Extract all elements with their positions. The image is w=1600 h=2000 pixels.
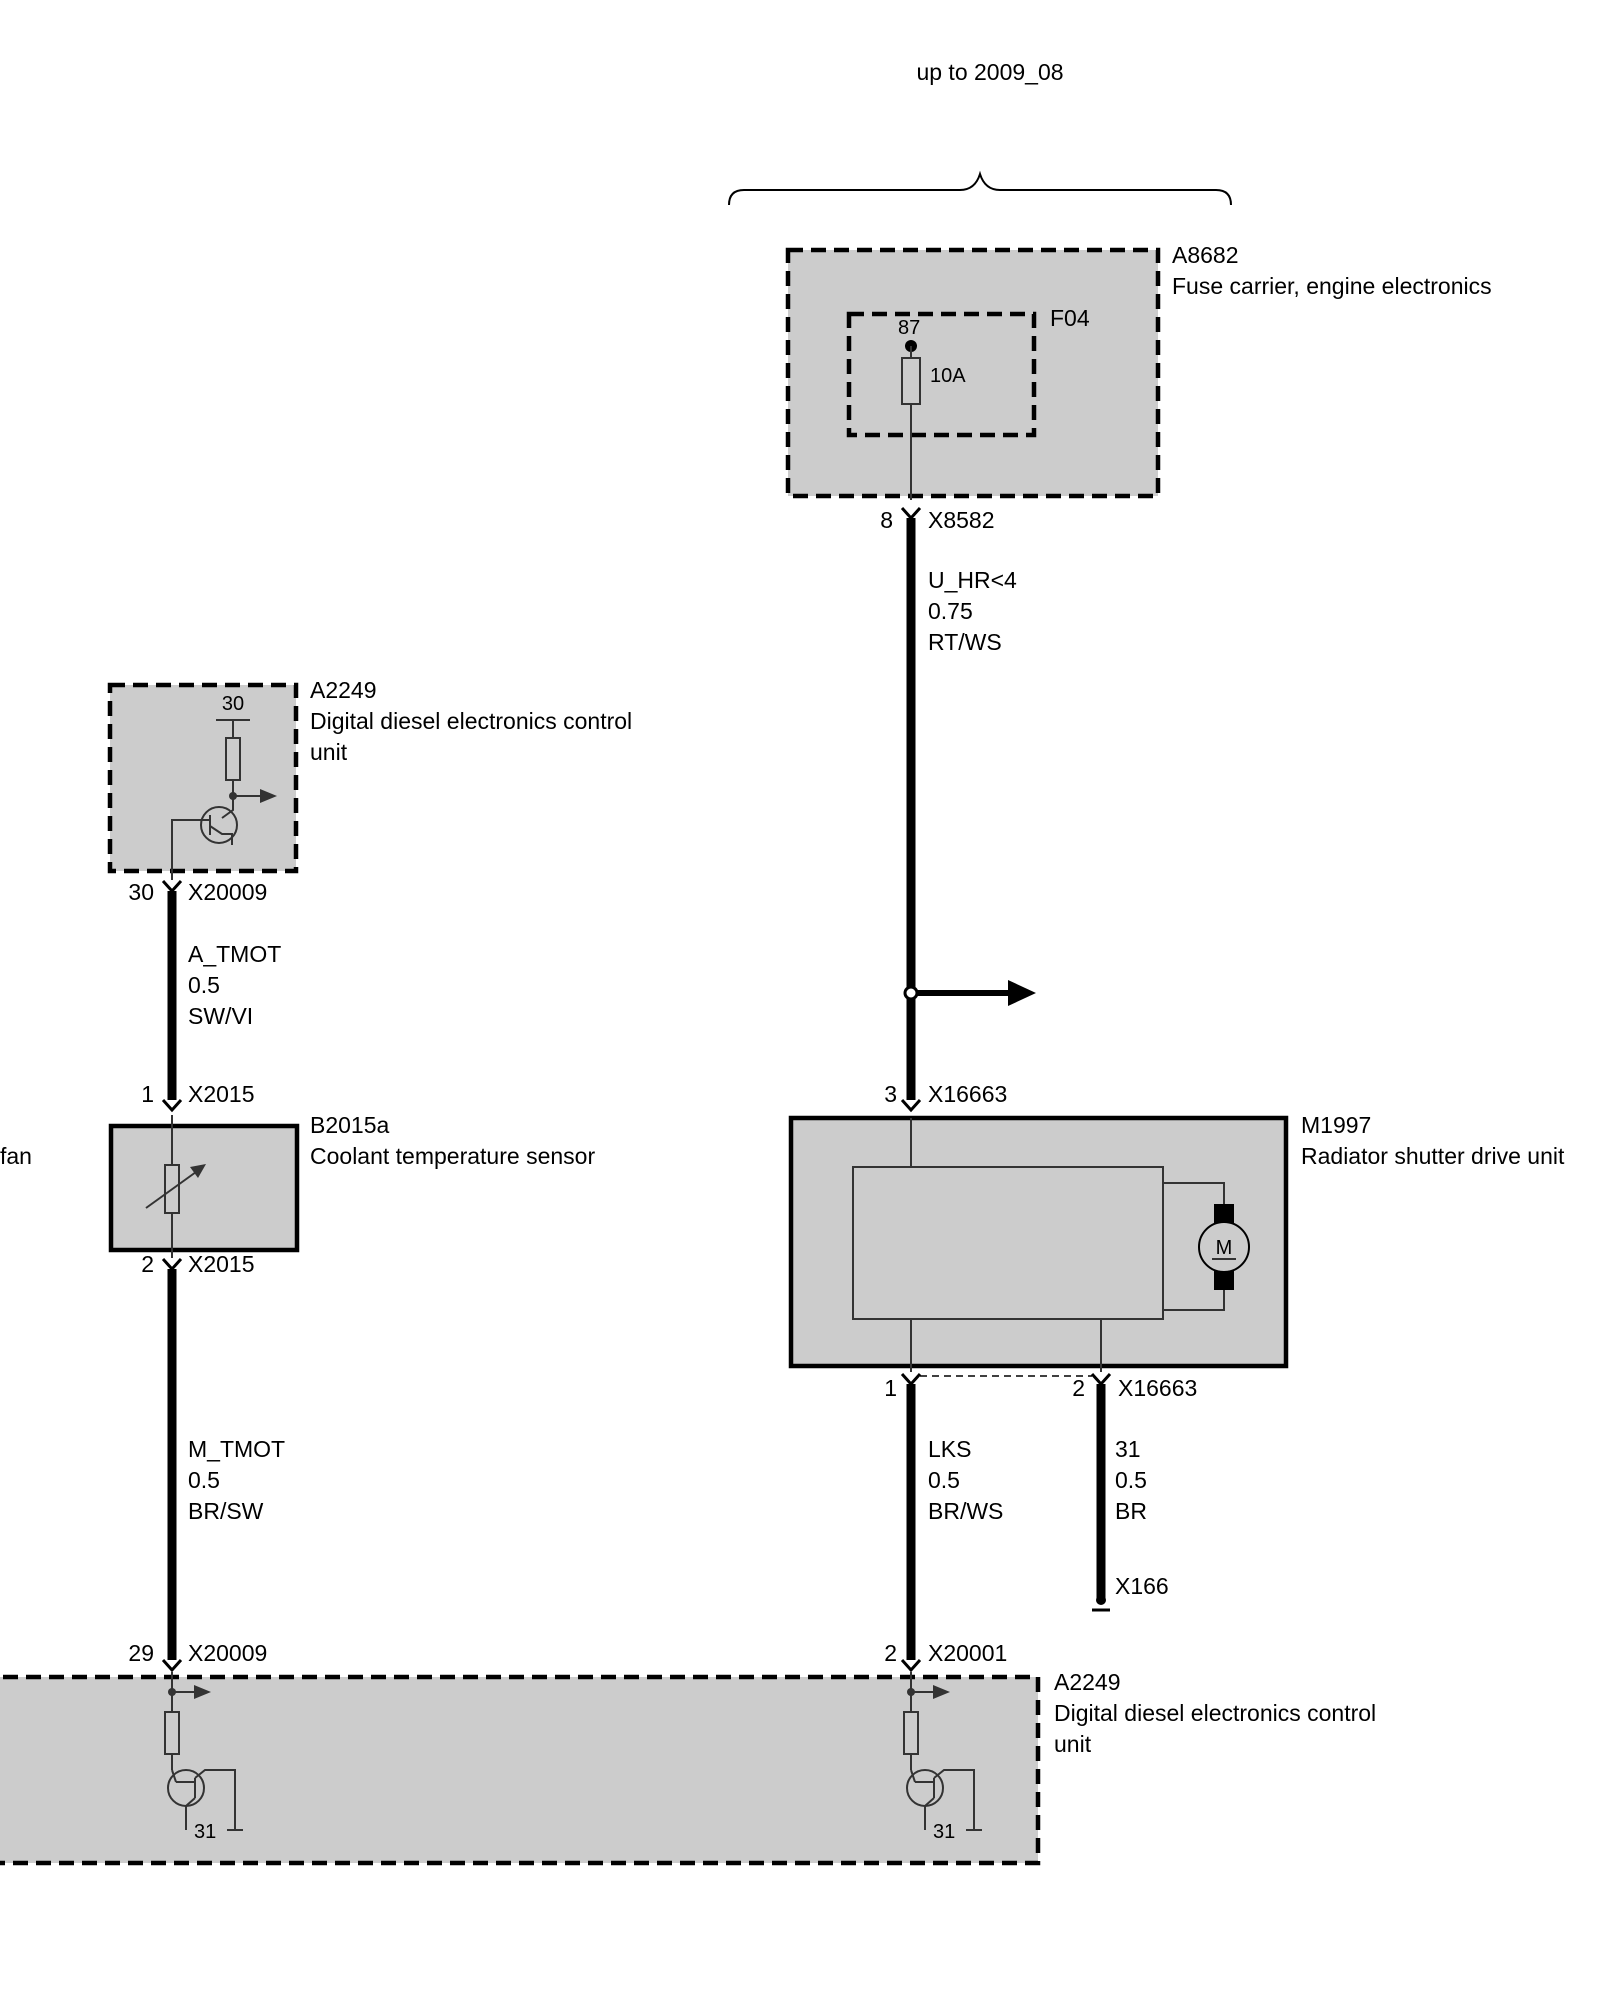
- wire-size: 0.5: [928, 1467, 960, 1493]
- wire-color: SW/VI: [188, 1003, 253, 1029]
- pin-label: 2: [1072, 1375, 1085, 1401]
- motor-symbol: M: [1216, 1237, 1233, 1259]
- sensor-id: B2015a: [310, 1112, 390, 1138]
- variant-label: up to 2009_08: [916, 59, 1063, 85]
- fuse-symbol: [901, 357, 921, 405]
- wire-signal: U_HR<4: [928, 567, 1017, 593]
- wire-color: BR: [1115, 1498, 1147, 1524]
- fuse-carrier-id: A8682: [1172, 242, 1239, 268]
- dde-control-unit-bottom: A2249 Digital diesel electronics control…: [0, 1669, 1376, 1866]
- wire-signal: LKS: [928, 1436, 971, 1462]
- dde-top-name-line2: unit: [310, 739, 348, 765]
- pin-label: 1: [141, 1081, 154, 1107]
- dde-bottom-name-line2: unit: [1054, 1731, 1092, 1757]
- dde-top-terminal: 30: [222, 693, 244, 715]
- pin-label: 8: [880, 507, 893, 533]
- wire-color: BR/WS: [928, 1498, 1003, 1524]
- branch-arrow: [903, 980, 1036, 1006]
- wire-color: RT/WS: [928, 629, 1002, 655]
- dde-top-name-line1: Digital diesel electronics control: [310, 708, 632, 734]
- connector-label: X20009: [188, 1640, 267, 1666]
- pin-label: 3: [884, 1081, 897, 1107]
- pin-label: 2: [141, 1251, 154, 1277]
- wire-signal: M_TMOT: [188, 1436, 285, 1462]
- fuse-id: F04: [1050, 305, 1090, 331]
- ground-connector-label: X166: [1115, 1573, 1169, 1599]
- connector-label: X16663: [1118, 1375, 1197, 1401]
- sensor-name: Coolant temperature sensor: [310, 1143, 595, 1169]
- wire-size: 0.5: [1115, 1467, 1147, 1493]
- wire-size: 0.75: [928, 598, 973, 624]
- connector-label: X20001: [928, 1640, 1007, 1666]
- connector-label: X20009: [188, 879, 267, 905]
- connector-label: X8582: [928, 507, 995, 533]
- dde-bottom-name-line1: Digital diesel electronics control: [1054, 1700, 1376, 1726]
- dde-control-unit-top: A2249 Digital diesel electronics control…: [107, 677, 632, 880]
- dde-top-id: A2249: [310, 677, 377, 703]
- coolant-temperature-sensor: B2015a Coolant temperature sensor: [108, 1112, 595, 1258]
- connector-label: X16663: [928, 1081, 1007, 1107]
- fuse-carrier-name: Fuse carrier, engine electronics: [1172, 273, 1492, 299]
- wire-size: 0.5: [188, 972, 220, 998]
- wire-signal: 31: [1115, 1436, 1141, 1462]
- fuse-terminal: 87: [898, 317, 920, 339]
- shutter-drive-name: Radiator shutter drive unit: [1301, 1143, 1565, 1169]
- ground-point: [1096, 1595, 1106, 1605]
- dde-bottom-id: A2249: [1054, 1669, 1121, 1695]
- variant-brace: [728, 170, 1232, 206]
- shutter-drive-unit: M1997 Radiator shutter drive unit M: [788, 1112, 1565, 1372]
- pin-label: 2: [884, 1640, 897, 1666]
- shutter-drive-id: M1997: [1301, 1112, 1371, 1138]
- wire-size: 0.5: [188, 1467, 220, 1493]
- left-edge-fragment: fan: [0, 1143, 32, 1169]
- pin-label: 1: [884, 1375, 897, 1401]
- connector-label: X2015: [188, 1081, 255, 1107]
- ground-terminal: 31: [933, 1821, 955, 1843]
- ground-terminal: 31: [194, 1821, 216, 1843]
- fuse-rating: 10A: [930, 365, 966, 387]
- pin-label: 29: [128, 1640, 154, 1666]
- wire-color: BR/SW: [188, 1498, 264, 1524]
- wire-signal: A_TMOT: [188, 941, 281, 967]
- fuse-carrier: A8682 Fuse carrier, engine electronics F…: [785, 242, 1492, 500]
- connector-label: X2015: [188, 1251, 255, 1277]
- pin-label: 30: [128, 879, 154, 905]
- motor-icon: [1198, 1221, 1250, 1273]
